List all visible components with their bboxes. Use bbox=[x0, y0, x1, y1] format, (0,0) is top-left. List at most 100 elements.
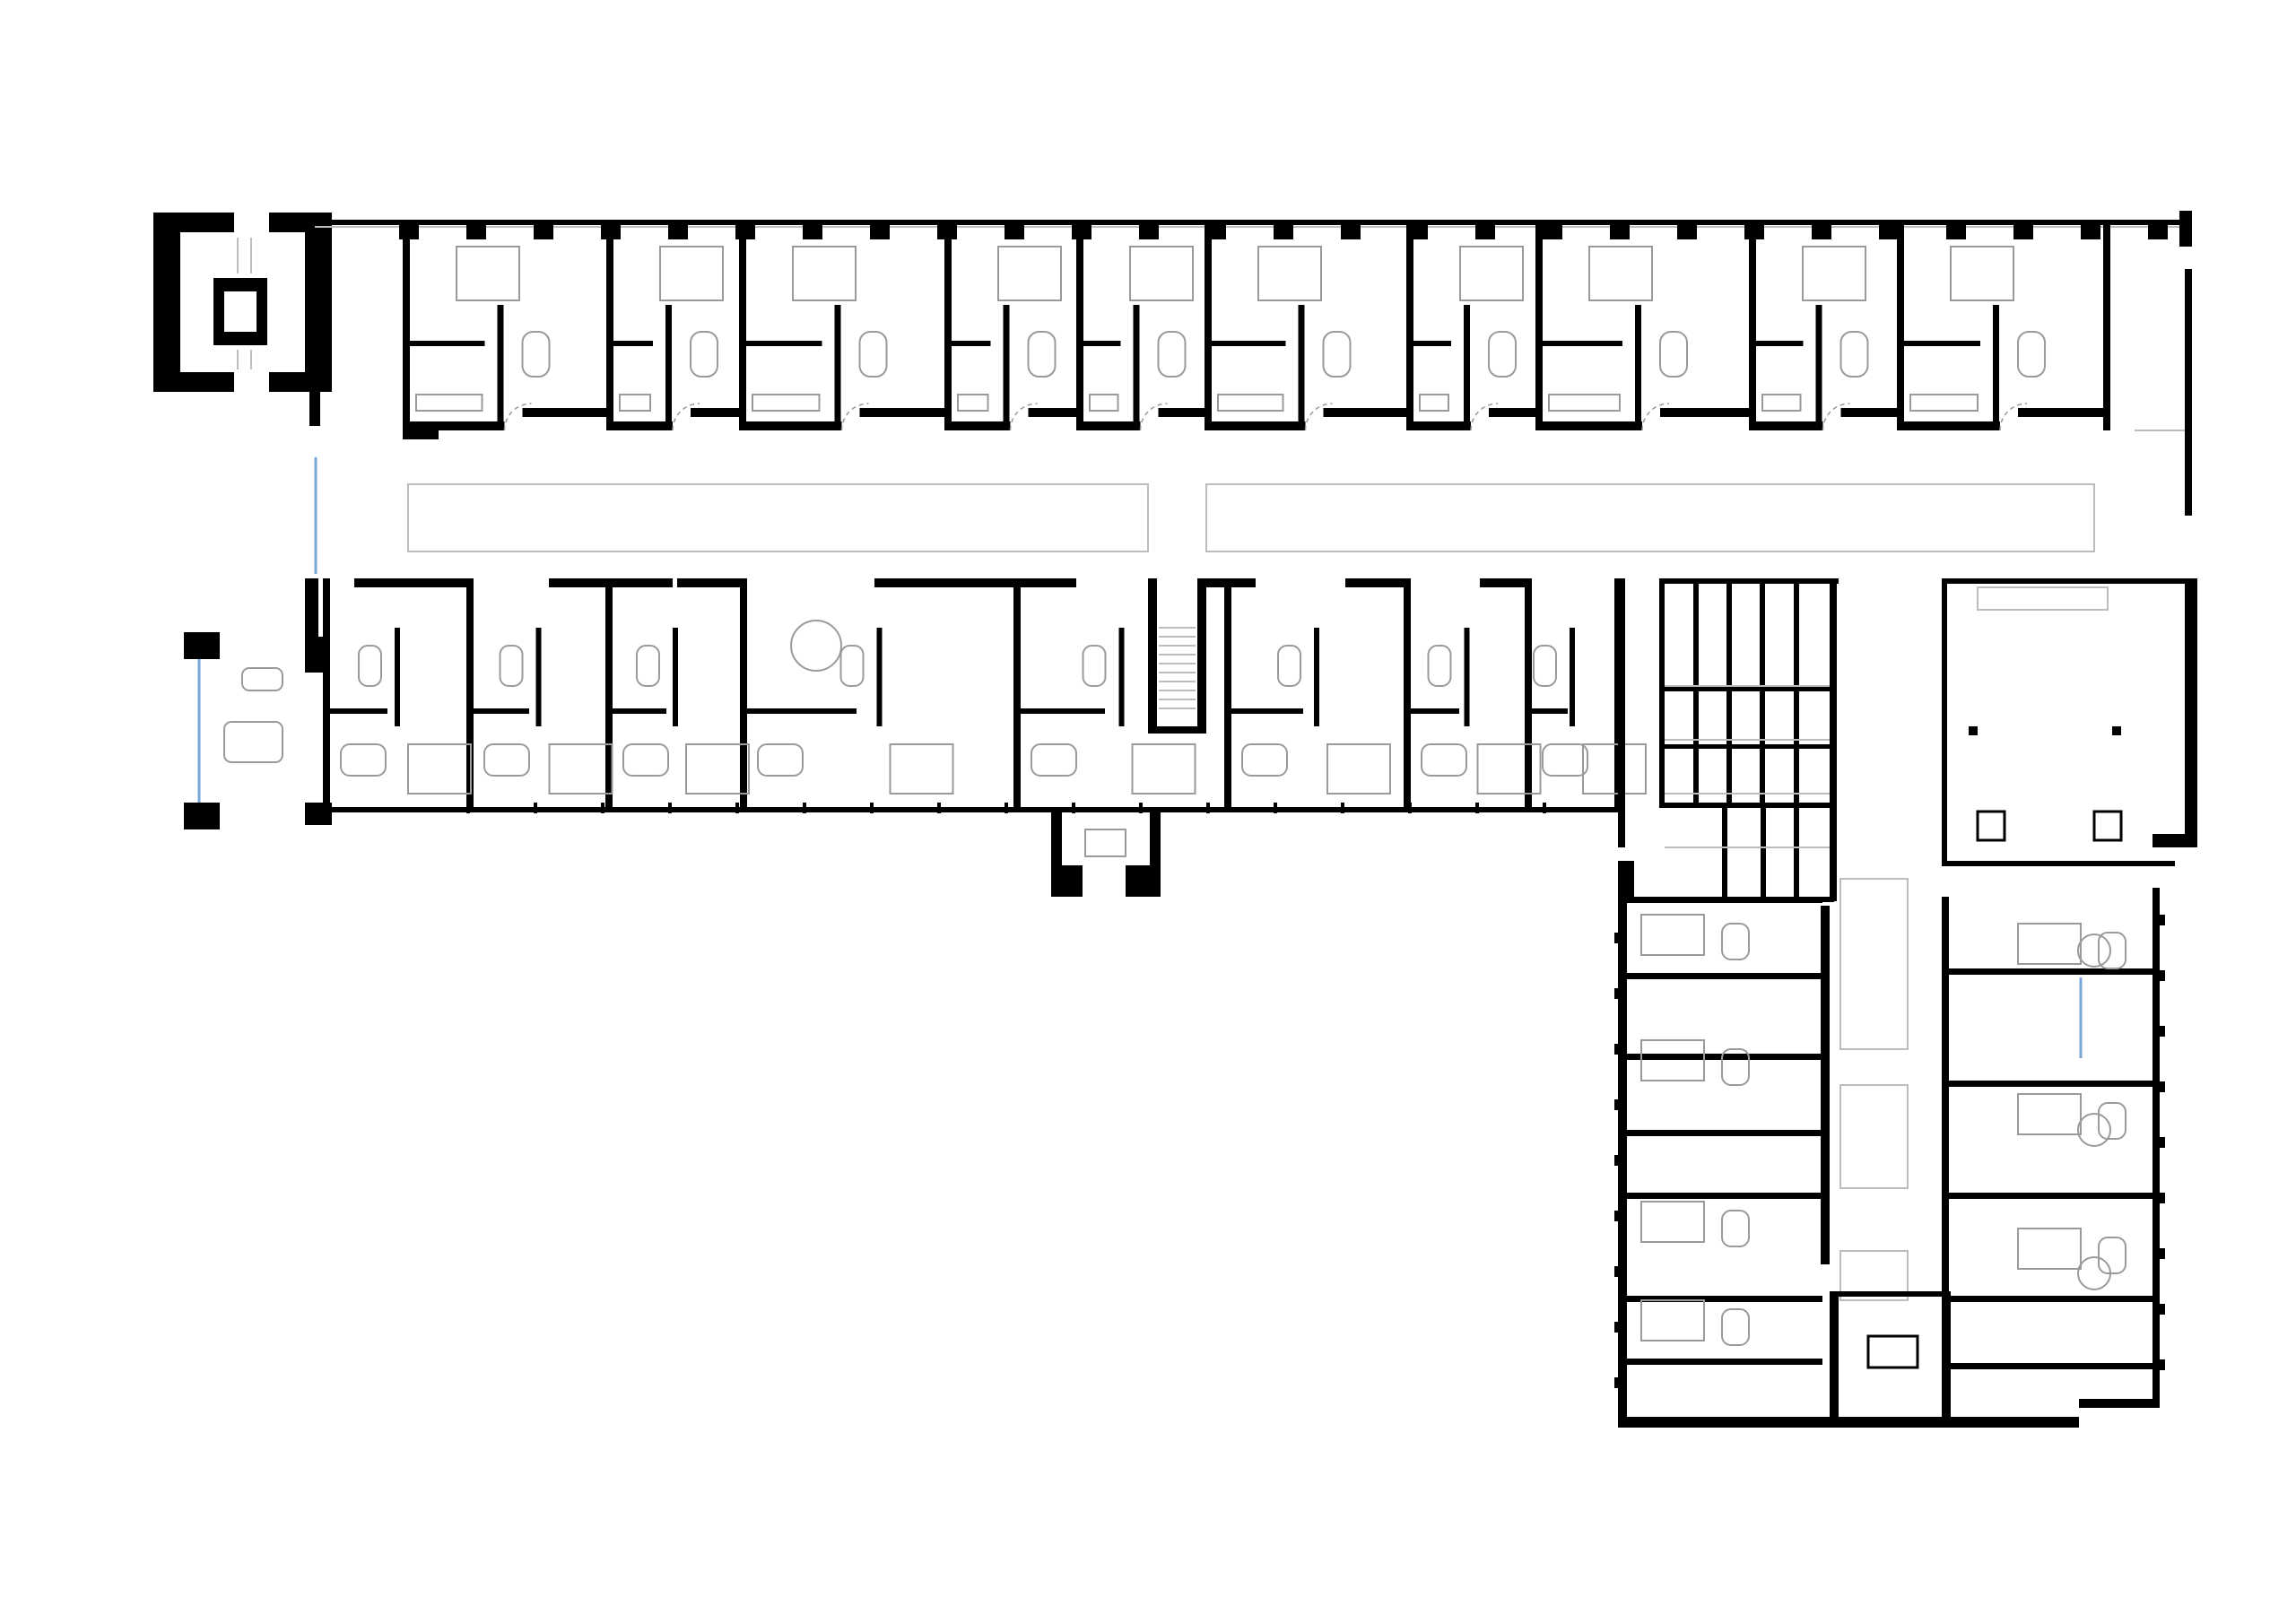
bed-icon bbox=[1588, 246, 1653, 301]
apartment-unit bbox=[739, 246, 944, 431]
corridor-wall bbox=[874, 578, 1072, 587]
kitchen-counter-icon bbox=[957, 394, 989, 412]
corridor-wall bbox=[1406, 421, 1471, 430]
dining-table-icon bbox=[1533, 645, 1557, 687]
party-wall bbox=[1535, 224, 1543, 430]
bed-icon bbox=[548, 743, 613, 794]
pier bbox=[1614, 1377, 1627, 1388]
dining-table-icon bbox=[358, 645, 382, 687]
locker-wall bbox=[1693, 578, 1699, 803]
corridor-wall bbox=[1158, 408, 1205, 417]
dining-table-icon bbox=[858, 331, 888, 378]
mullion bbox=[1004, 803, 1008, 813]
locker-wall bbox=[1794, 578, 1799, 803]
partition-wall bbox=[497, 305, 504, 421]
partition-wall bbox=[747, 708, 857, 714]
mullion bbox=[601, 803, 604, 813]
corridor-wall bbox=[403, 421, 505, 430]
south-apartments bbox=[323, 578, 1647, 812]
partition-wall bbox=[1993, 305, 1999, 421]
south-facade-line bbox=[323, 807, 1623, 812]
apartment-unit bbox=[747, 628, 954, 794]
pier bbox=[668, 220, 688, 239]
pier bbox=[2152, 915, 2165, 925]
partition-wall bbox=[952, 341, 991, 346]
apartment-unit bbox=[1205, 246, 1406, 431]
corridor-wall bbox=[1749, 421, 1823, 430]
dining-table-icon bbox=[636, 645, 660, 687]
pier bbox=[1614, 1211, 1627, 1221]
bed-icon bbox=[659, 246, 724, 301]
partition-wall bbox=[1231, 708, 1303, 714]
bed-icon bbox=[1640, 1039, 1705, 1081]
south-projection bbox=[1051, 812, 1161, 897]
sofa-icon bbox=[1241, 743, 1288, 777]
apartment-unit bbox=[1231, 628, 1391, 794]
mullion bbox=[735, 803, 739, 813]
pier bbox=[1139, 220, 1159, 239]
partition-wall bbox=[1532, 708, 1568, 714]
bed-icon bbox=[1326, 743, 1391, 794]
partition-wall bbox=[410, 341, 485, 346]
partition-wall bbox=[665, 305, 672, 421]
corridor-wall bbox=[739, 421, 842, 430]
partition-wall bbox=[1021, 708, 1105, 714]
apartment-unit bbox=[1897, 246, 2103, 431]
pier bbox=[1614, 1155, 1627, 1166]
partition-wall bbox=[834, 305, 841, 421]
dining-table-icon bbox=[1322, 331, 1352, 378]
corridor-wall bbox=[1345, 578, 1404, 587]
pier bbox=[2152, 1304, 2165, 1315]
partition-wall bbox=[613, 341, 653, 346]
apartment-unit bbox=[1076, 246, 1205, 431]
partition-wall bbox=[474, 708, 529, 714]
mullion bbox=[870, 803, 874, 813]
round-table-icon bbox=[2077, 1113, 2111, 1147]
bed-icon bbox=[1476, 743, 1542, 794]
corridor-wall bbox=[354, 578, 466, 587]
pier bbox=[803, 220, 822, 239]
corridor-wall bbox=[1660, 408, 1749, 417]
west-bay-room bbox=[184, 632, 332, 829]
locker-wall bbox=[1760, 578, 1765, 803]
pier bbox=[870, 220, 890, 239]
kitchen-counter-icon bbox=[1761, 394, 1802, 412]
corridor-wall bbox=[859, 408, 944, 417]
corridor-wall bbox=[1489, 408, 1535, 417]
pier bbox=[2013, 220, 2033, 239]
wall bbox=[403, 430, 439, 439]
dining-table-icon bbox=[2017, 331, 2046, 378]
partition-wall bbox=[613, 708, 666, 714]
corridor-wall bbox=[691, 408, 739, 417]
mullion bbox=[1543, 803, 1546, 813]
partition-wall bbox=[330, 708, 387, 714]
kitchen-counter-icon bbox=[1089, 394, 1119, 412]
mullion bbox=[1475, 803, 1479, 813]
dining-table-icon bbox=[1721, 1210, 1750, 1247]
pier bbox=[2148, 220, 2168, 239]
party-wall bbox=[1948, 1363, 2160, 1369]
corridor-wall bbox=[606, 421, 673, 430]
stair-wall bbox=[1197, 578, 1206, 731]
party-wall bbox=[1625, 897, 1822, 903]
pier bbox=[1543, 220, 1562, 239]
pier bbox=[1879, 220, 1899, 239]
bed-icon bbox=[1640, 914, 1705, 956]
east-corridor bbox=[1830, 878, 1951, 1426]
sofa-icon bbox=[1421, 743, 1467, 777]
partition-wall bbox=[673, 628, 678, 726]
mullion bbox=[1206, 803, 1210, 813]
pier bbox=[1475, 220, 1495, 239]
sofa-icon bbox=[1542, 743, 1588, 777]
partition-wall bbox=[1570, 628, 1575, 726]
pier bbox=[1946, 220, 1966, 239]
dining-table-icon bbox=[1427, 645, 1452, 687]
apartment-unit bbox=[613, 628, 750, 794]
bed-icon bbox=[2017, 923, 2082, 965]
pier bbox=[1274, 220, 1293, 239]
bed-icon bbox=[1950, 246, 2014, 301]
pier bbox=[1004, 220, 1024, 239]
party-wall bbox=[1948, 1296, 2160, 1302]
apartment-unit bbox=[1406, 246, 1535, 431]
partition-wall bbox=[1133, 305, 1140, 421]
